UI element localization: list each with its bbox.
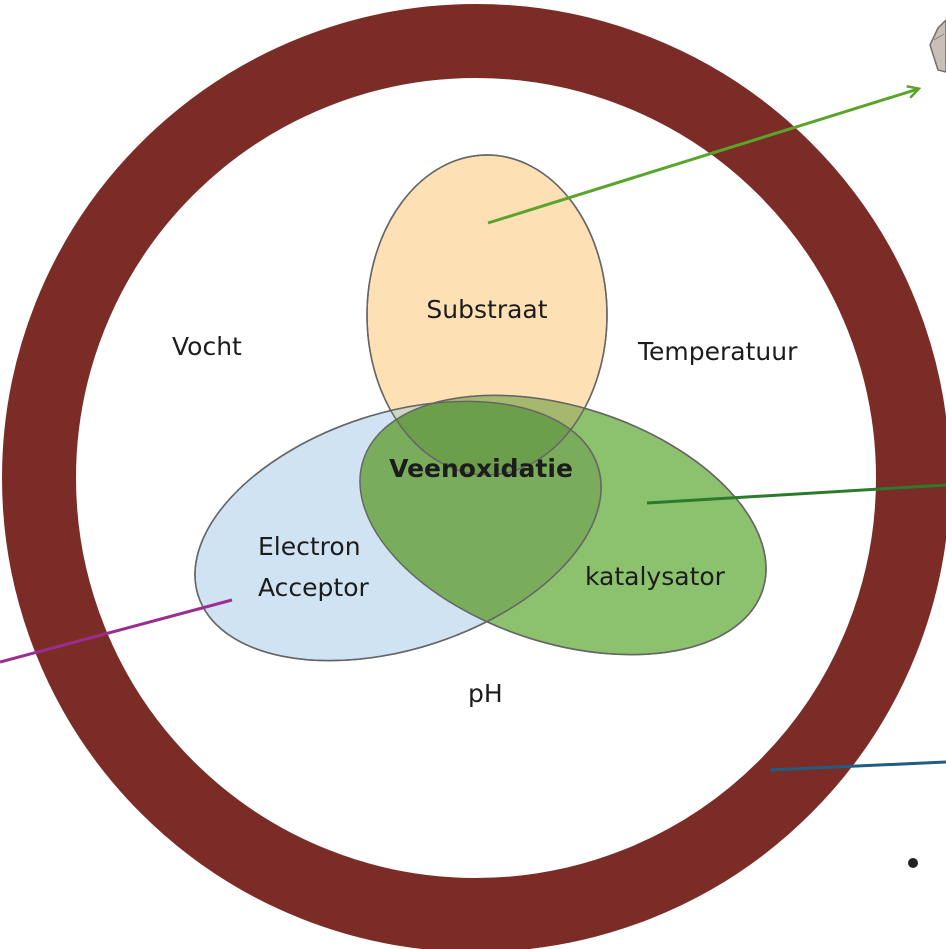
electron-acceptor-label-line1: Electron	[258, 532, 361, 561]
ellipse-outlines	[194, 154, 767, 662]
ring-connector-line	[769, 760, 946, 772]
environment-ring	[2, 4, 946, 949]
catalyst-connector-line	[646, 483, 946, 505]
ph-label: pH	[468, 679, 503, 708]
temperature-label: Temperatuur	[637, 337, 798, 366]
substrate-label: Substraat	[426, 295, 547, 324]
rock-icon	[929, 18, 946, 73]
substrate-arrow	[487, 89, 918, 225]
center-overlap	[367, 395, 607, 475]
catalyst-label: katalysator	[585, 562, 726, 591]
bullet-dot	[908, 858, 918, 868]
electron-acceptor-label-line2: Acceptor	[258, 573, 370, 602]
acceptor-connector-line	[0, 598, 233, 664]
moisture-label: Vocht	[172, 332, 242, 361]
center-label: Veenoxidatie	[389, 454, 573, 483]
